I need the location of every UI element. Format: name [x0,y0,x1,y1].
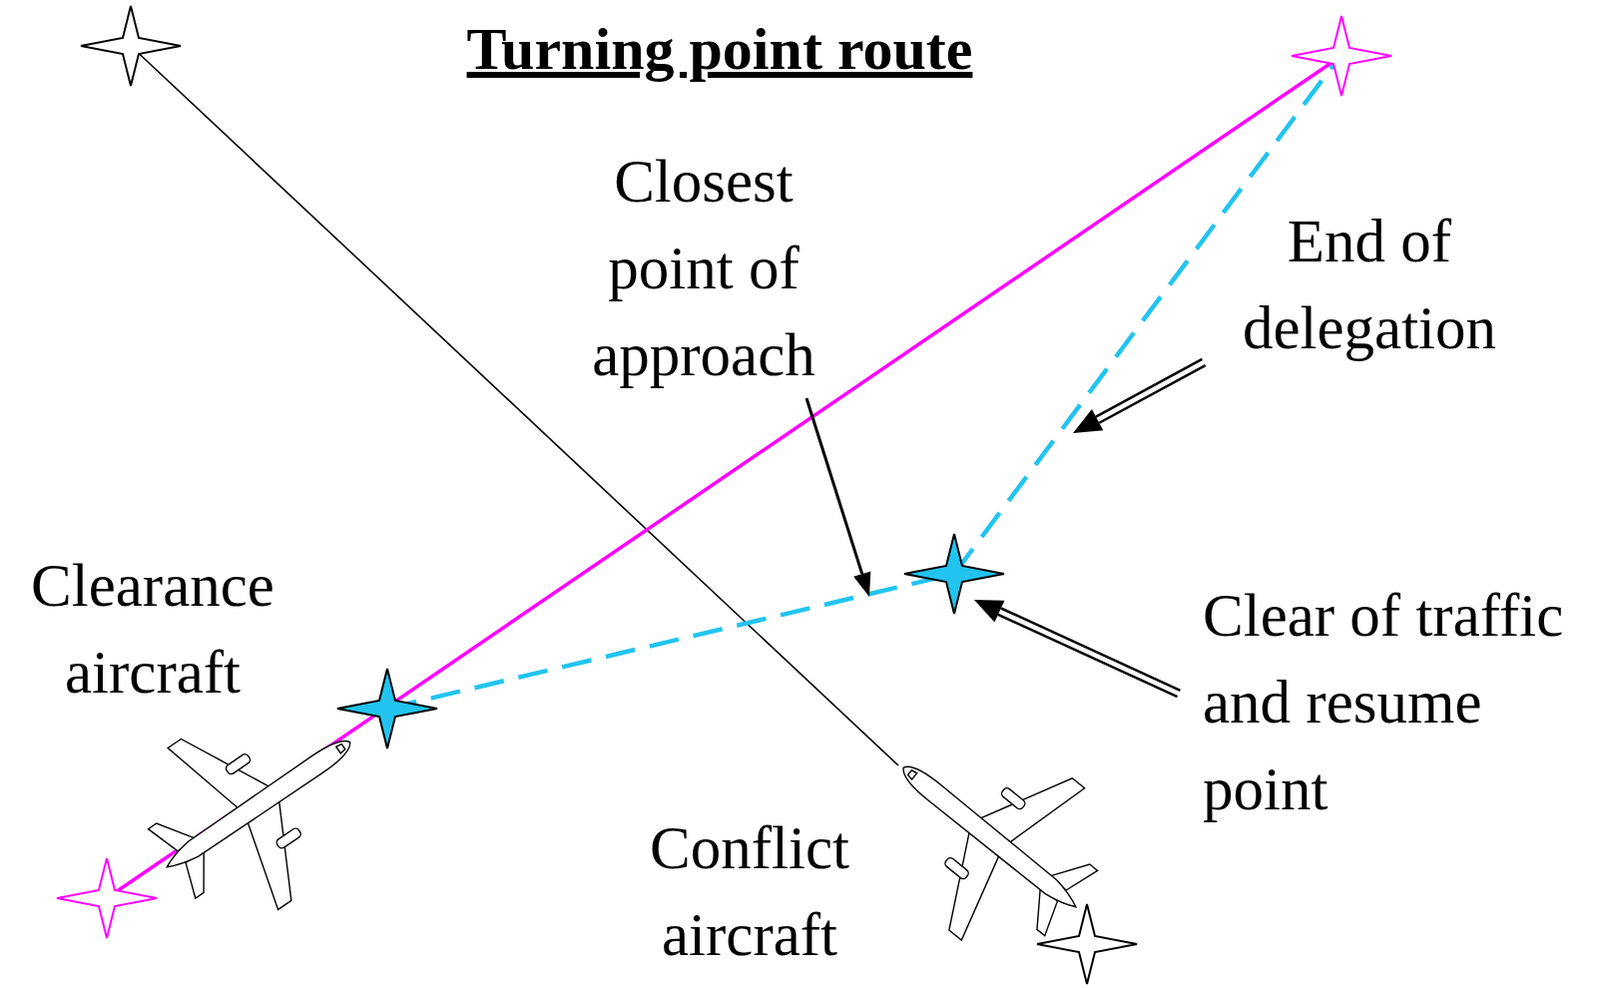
waypoint-star [1037,904,1137,985]
arrow-head [853,570,871,597]
waypoint-star [1291,15,1392,96]
arrow-head [1072,409,1103,434]
leader-arrow [1095,359,1202,418]
leader-arrow [1001,607,1181,690]
aircraft-label: Clearance aircraft [2,541,303,716]
leader-arrow [1098,365,1205,424]
turning-point-star [337,668,438,749]
planned-route [106,55,1342,899]
aircraft-label: Conflict aircraft [604,804,895,979]
waypoint-star [56,858,157,939]
turning-point-route [387,60,1337,709]
leader-arrow [998,614,1178,697]
callout-label: Closest point of approach [558,137,849,399]
conflict-route [130,45,899,766]
waypoint-star [80,5,181,86]
callout-label: Clear of traffic and resume point [1202,571,1595,833]
arrow-head [974,599,1005,623]
diagram-title: Turning point route [467,13,974,84]
callout-label: End of delegation [1204,197,1535,372]
leader-arrow [806,398,863,574]
